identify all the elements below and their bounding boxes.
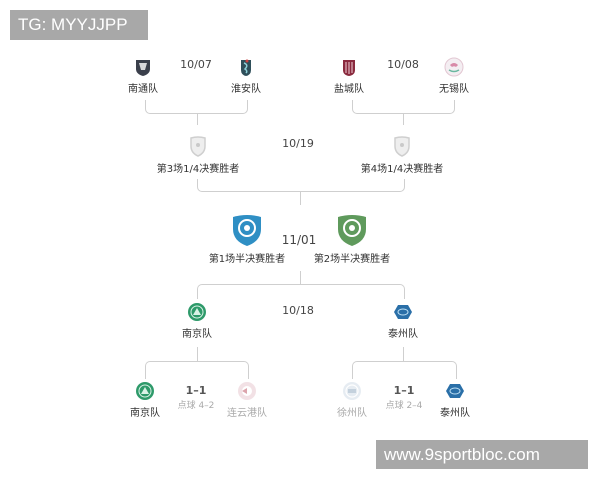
team-yancheng[interactable]: 盐城队 <box>309 57 389 95</box>
bracket-stem-sf <box>300 271 301 284</box>
nantong-crest-icon <box>133 57 153 77</box>
huaian-crest-icon <box>236 57 256 77</box>
bracket-r1-right <box>352 100 455 114</box>
gray-shield-icon <box>188 135 208 157</box>
blue-shield-ball-icon <box>231 213 263 247</box>
team-nantong[interactable]: 南通队 <box>103 57 183 95</box>
lianyungang-crest-icon <box>237 381 257 401</box>
watermark-bottom-right: www.9sportbloc.com <box>376 440 588 469</box>
bracket-stem-r1-left <box>197 113 198 125</box>
bracket-qf-left <box>145 361 249 379</box>
score-main: 1–1 <box>185 384 207 397</box>
slot-sf1-winner[interactable]: 第1场半决赛胜者 <box>187 213 307 265</box>
team-nanjing-sf[interactable]: 南京队 <box>157 302 237 340</box>
match-date-r2: 10/19 <box>282 137 314 150</box>
wuxi-crest-icon <box>444 57 464 77</box>
taizhou-crest-icon <box>393 302 413 322</box>
xuzhou-crest-icon <box>342 381 362 401</box>
bracket-qf-right <box>352 361 457 379</box>
team-taizhou-sf[interactable]: 泰州队 <box>363 302 443 340</box>
watermark-top-left: TG: MYYJJPP <box>10 10 148 40</box>
bracket-stem-r1-right <box>403 113 404 125</box>
team-xuzhou-qf[interactable]: 徐州队 <box>312 381 392 419</box>
nanjing-crest-icon <box>187 302 207 322</box>
score-penalties: 点球 2–4 <box>385 401 423 411</box>
slot-qf4-winner[interactable]: 第4场1/4决赛胜者 <box>342 135 462 175</box>
score-main: 1–1 <box>393 384 415 397</box>
bracket-sf <box>197 284 405 299</box>
green-shield-ball-icon <box>336 213 368 247</box>
score-penalties: 点球 4–2 <box>177 401 215 411</box>
nanjing-crest-icon <box>135 381 155 401</box>
bracket-stem-qf-left <box>197 347 198 361</box>
team-huaian[interactable]: 淮安队 <box>206 57 286 95</box>
match-date-r1-left: 10/07 <box>180 58 212 71</box>
bracket-stem-r2 <box>300 191 301 205</box>
slot-qf3-winner[interactable]: 第3场1/4决赛胜者 <box>138 135 258 175</box>
score-qf-right: 1–1 点球 2–4 <box>374 384 434 411</box>
taizhou-crest-icon <box>445 381 465 401</box>
yancheng-crest-icon <box>339 57 359 77</box>
slot-sf2-winner[interactable]: 第2场半决赛胜者 <box>292 213 412 265</box>
team-wuxi[interactable]: 无锡队 <box>414 57 494 95</box>
bracket-r1-left <box>145 100 248 114</box>
bracket-stem-qf-right <box>403 347 404 361</box>
match-date-r1-right: 10/08 <box>387 58 419 71</box>
score-qf-left: 1–1 点球 4–2 <box>166 384 226 411</box>
match-date-sf: 10/18 <box>282 304 314 317</box>
gray-shield-icon <box>392 135 412 157</box>
team-lianyungang-qf[interactable]: 连云港队 <box>207 381 287 419</box>
team-taizhou-qf[interactable]: 泰州队 <box>415 381 495 419</box>
team-nanjing-qf[interactable]: 南京队 <box>105 381 185 419</box>
bracket-r2 <box>197 179 405 192</box>
match-date-final: 11/01 <box>281 233 317 247</box>
